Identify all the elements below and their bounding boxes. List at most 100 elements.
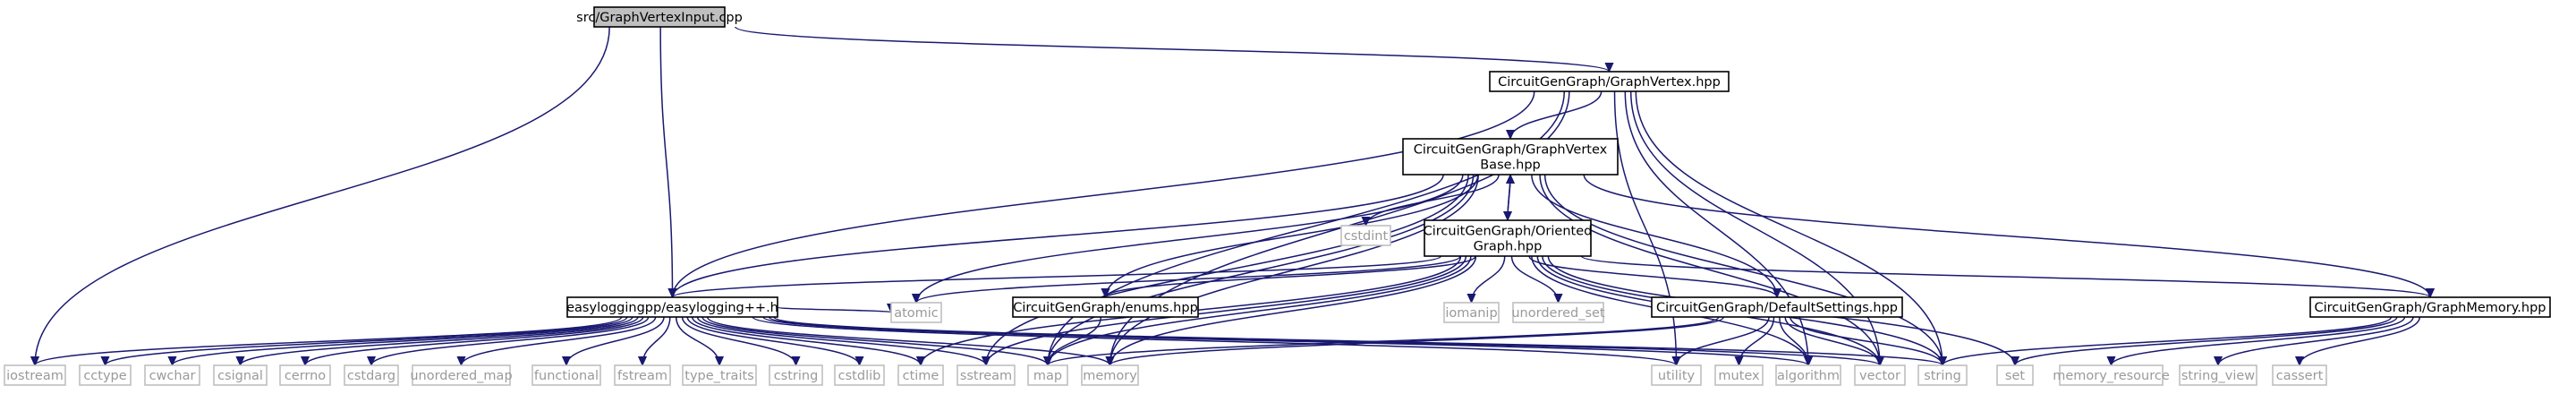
edge-easylogging-to-cctype <box>106 316 628 366</box>
node-cstdlib-label: cstdlib <box>838 369 881 383</box>
node-root-box <box>593 6 726 28</box>
node-functional-label: functional <box>534 369 599 383</box>
node-easylogging[interactable]: easyloggingpp/easylogging++.h <box>566 296 778 318</box>
edge-graphmemory-to-set <box>2015 316 2398 366</box>
edge-easylogging-to-fstream <box>642 316 671 366</box>
node-map-label: map <box>1033 369 1062 383</box>
node-string-label: string <box>1924 369 1961 383</box>
edge-root-to-iostream <box>35 26 610 365</box>
node-set-box <box>1996 364 2034 386</box>
node-cerrno: cerrno <box>279 364 331 386</box>
node-defaultsettings-box <box>1651 296 1903 318</box>
node-sstream: sstream <box>956 364 1016 386</box>
node-cctype: cctype <box>79 364 132 386</box>
node-utility-label: utility <box>1658 369 1696 383</box>
edge-orientedgraph-to-graphmemory <box>1580 255 2430 298</box>
node-cstdint-box <box>1340 225 1391 246</box>
edge-easylogging-to-functional <box>566 316 665 366</box>
edge-orientedgraph-to-atomic <box>916 255 1461 304</box>
edge-easylogging-to-cerrno <box>305 316 644 366</box>
edge-layer <box>35 26 2430 366</box>
node-memory_resource-box <box>2059 364 2164 386</box>
edge-easylogging-to-csignal <box>241 316 639 366</box>
edge-graphvertexbase-to-sstream <box>986 174 1469 365</box>
edge-defaultsettings-to-algorithm <box>1779 316 1808 366</box>
node-iomanip-label: iomanip <box>1445 306 1497 321</box>
node-iomanip: iomanip <box>1443 302 1500 323</box>
edge-graphvertexbase-to-vector <box>1539 174 1880 365</box>
node-functional-box <box>531 364 601 386</box>
edge-defaultsettings-to-memory <box>1110 316 1725 366</box>
node-string_view-label: string_view <box>2181 369 2255 383</box>
edge-defaultsettings-to-utility <box>1677 316 1770 366</box>
edge-easylogging-to-vector <box>768 316 1880 366</box>
node-memory-label: memory <box>1083 369 1137 383</box>
edge-graphvertexbase-to-easylogging <box>673 174 1444 298</box>
node-enums-box <box>1012 296 1199 318</box>
node-fstream-label: fstream <box>617 369 667 383</box>
node-set: set <box>1996 364 2034 386</box>
edge-easylogging-to-cstdarg <box>371 316 650 366</box>
edge-easylogging-to-string <box>773 316 1943 366</box>
edge-graphvertexbase-to-atomic <box>916 174 1464 303</box>
edge-graphvertex-to-graphvertexbase <box>1510 90 1603 140</box>
edge-orientedgraph-to-map <box>1048 255 1472 366</box>
node-memory-box <box>1081 364 1139 386</box>
node-map-box <box>1027 364 1068 386</box>
node-cassert: cassert <box>2272 364 2327 386</box>
node-cerrno-box <box>279 364 331 386</box>
node-cassert-label: cassert <box>2276 369 2324 383</box>
node-set-label: set <box>2005 369 2025 383</box>
node-iostream-box <box>4 364 66 386</box>
edge-orientedgraph-to-iomanip <box>1472 255 1506 304</box>
node-sstream-label: sstream <box>960 369 1012 383</box>
node-sstream-box <box>956 364 1016 386</box>
node-defaultsettings-label: CircuitGenGraph/DefaultSettings.hpp <box>1656 301 1898 315</box>
node-graphvertexbase-box <box>1402 138 1619 176</box>
node-atomic-label: atomic <box>894 306 939 321</box>
node-mutex-box <box>1714 364 1764 386</box>
node-memory_resource: memory_resource <box>2053 364 2170 386</box>
node-enums-label: CircuitGenGraph/enums.hpp <box>1013 301 1198 315</box>
edge-easylogging-to-atomic <box>777 307 891 313</box>
node-unordered_map: unordered_map <box>410 364 513 386</box>
node-memory_resource-label: memory_resource <box>2053 369 2170 383</box>
node-type_traits: type_traits <box>682 364 757 386</box>
node-unordered_set: unordered_set <box>1511 302 1605 323</box>
node-orientedgraph-box <box>1424 219 1592 257</box>
node-graphvertex[interactable]: CircuitGenGraph/GraphVertex.hpp <box>1489 71 1730 92</box>
node-utility-box <box>1651 364 1702 386</box>
edge-graphvertex-to-string <box>1635 90 1943 365</box>
node-graphmemory-box <box>2309 296 2551 318</box>
node-cstdarg-label: cstdarg <box>347 369 395 383</box>
node-graphvertex-label: CircuitGenGraph/GraphVertex.hpp <box>1498 75 1721 90</box>
edge-defaultsettings-to-vector <box>1784 316 1880 366</box>
node-defaultsettings[interactable]: CircuitGenGraph/DefaultSettings.hpp <box>1651 296 1903 318</box>
node-iostream: iostream <box>4 364 66 386</box>
node-cwchar-box <box>144 364 200 386</box>
node-mutex-label: mutex <box>1718 369 1760 383</box>
node-string: string <box>1917 364 1968 386</box>
node-cwchar: cwchar <box>144 364 200 386</box>
node-orientedgraph-label: Graph.hpp <box>1474 240 1543 254</box>
node-type_traits-label: type_traits <box>684 369 753 383</box>
node-map: map <box>1027 364 1068 386</box>
node-layer: src/GraphVertexInput.cppCircuitGenGraph/… <box>4 6 2551 386</box>
node-csignal: csignal <box>213 364 268 386</box>
node-root[interactable]: src/GraphVertexInput.cpp <box>576 6 743 28</box>
node-vector-box <box>1854 364 1906 386</box>
node-graphmemory[interactable]: CircuitGenGraph/GraphMemory.hpp <box>2309 296 2551 318</box>
node-csignal-label: csignal <box>217 369 263 383</box>
node-fstream-box <box>614 364 671 386</box>
node-iomanip-box <box>1443 302 1500 323</box>
node-vector-label: vector <box>1859 369 1900 383</box>
edge-easylogging-to-sstream <box>696 316 986 366</box>
node-enums[interactable]: CircuitGenGraph/enums.hpp <box>1012 296 1199 318</box>
edge-orientedgraph-to-graphvertexbase <box>1508 175 1510 221</box>
edge-easylogging-to-memory <box>706 316 1110 366</box>
node-cstdint: cstdint <box>1340 225 1391 246</box>
node-functional: functional <box>531 364 601 386</box>
node-cctype-box <box>79 364 132 386</box>
